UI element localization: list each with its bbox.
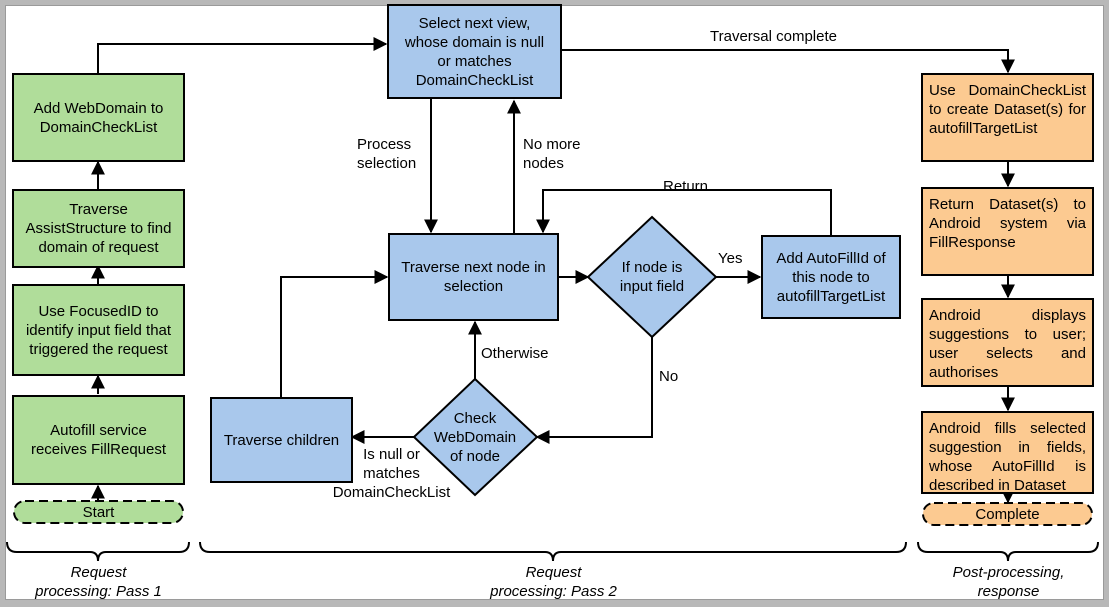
node-android-displays[interactable]: [921, 298, 1094, 387]
node-traverse-assist[interactable]: [12, 189, 185, 268]
bracket-pass2: [199, 541, 907, 562]
edge-ifinput-to-checkdomain: [535, 337, 653, 444]
node-traverse-children[interactable]: [210, 397, 353, 483]
node-use-focusedid[interactable]: [12, 284, 185, 376]
node-android-fills[interactable]: [921, 411, 1094, 494]
edge-addautofillid-return: [536, 189, 832, 236]
node-add-autofillid[interactable]: [761, 235, 901, 319]
bracket-post-processing: [917, 541, 1099, 562]
group-brackets: [6, 541, 1099, 562]
edge-traversechildren-to-traversenext: [280, 270, 389, 398]
edge-selectview-to-createdataset: [561, 49, 1015, 74]
connectors: [91, 37, 1015, 504]
node-check-webdomain[interactable]: [412, 377, 539, 497]
edge-adddomain-to-selectview: [97, 37, 388, 74]
node-create-dataset[interactable]: [921, 73, 1094, 162]
node-receive-fillrequest[interactable]: [12, 395, 185, 485]
node-return-dataset[interactable]: [921, 187, 1094, 276]
node-if-node-is-input-field[interactable]: [586, 215, 718, 339]
node-add-webdomain[interactable]: [12, 73, 185, 162]
node-complete-terminator[interactable]: [922, 502, 1093, 526]
bracket-pass1: [6, 541, 190, 562]
node-start-terminator[interactable]: [13, 500, 184, 524]
node-traverse-next-node[interactable]: [388, 233, 559, 321]
node-select-next-view[interactable]: [387, 4, 562, 99]
